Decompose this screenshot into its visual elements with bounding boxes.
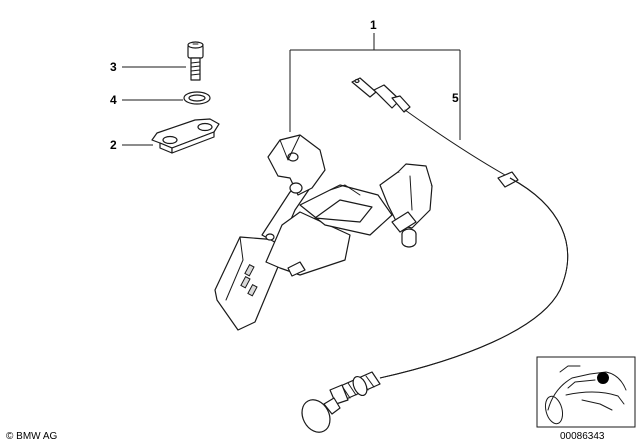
diagram-number: 00086343 [560, 431, 605, 442]
callout-2[interactable]: 2 [110, 138, 117, 152]
leader-1 [289, 33, 461, 140]
lock-bracket-assembly[interactable] [214, 134, 433, 331]
callout-3[interactable]: 3 [110, 60, 117, 74]
callout-4[interactable]: 4 [110, 93, 117, 107]
washer[interactable] [183, 91, 211, 105]
motorcycle-silhouette-icon [544, 365, 627, 425]
callout-5[interactable]: 5 [452, 91, 459, 105]
location-marker-dot [597, 372, 609, 384]
bowden-cable[interactable] [297, 77, 569, 437]
bolt[interactable] [187, 41, 204, 81]
copyright-footer: © BMW AG [6, 431, 57, 442]
mounting-plate[interactable] [151, 118, 220, 154]
location-thumbnail [536, 356, 636, 428]
brand-label: BMW AG [16, 431, 58, 442]
callout-1[interactable]: 1 [370, 18, 377, 32]
copyright-symbol: © [6, 431, 14, 442]
